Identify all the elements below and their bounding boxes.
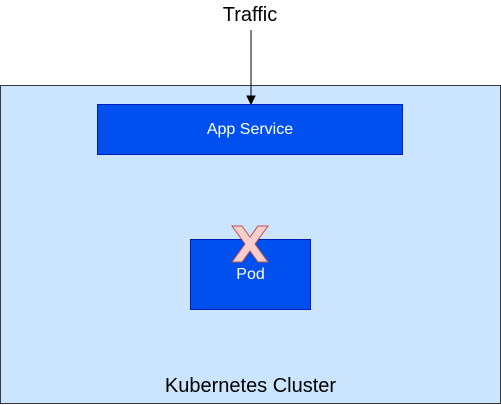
pod-label: Pod bbox=[236, 266, 265, 283]
app-service-label: App Service bbox=[206, 120, 294, 138]
cluster-label: Kubernetes Cluster bbox=[164, 375, 337, 397]
x-fail-icon bbox=[231, 225, 269, 263]
app-service-node: App Service bbox=[97, 104, 403, 155]
traffic-arrow bbox=[246, 30, 256, 106]
traffic-label: Traffic bbox=[222, 4, 278, 26]
